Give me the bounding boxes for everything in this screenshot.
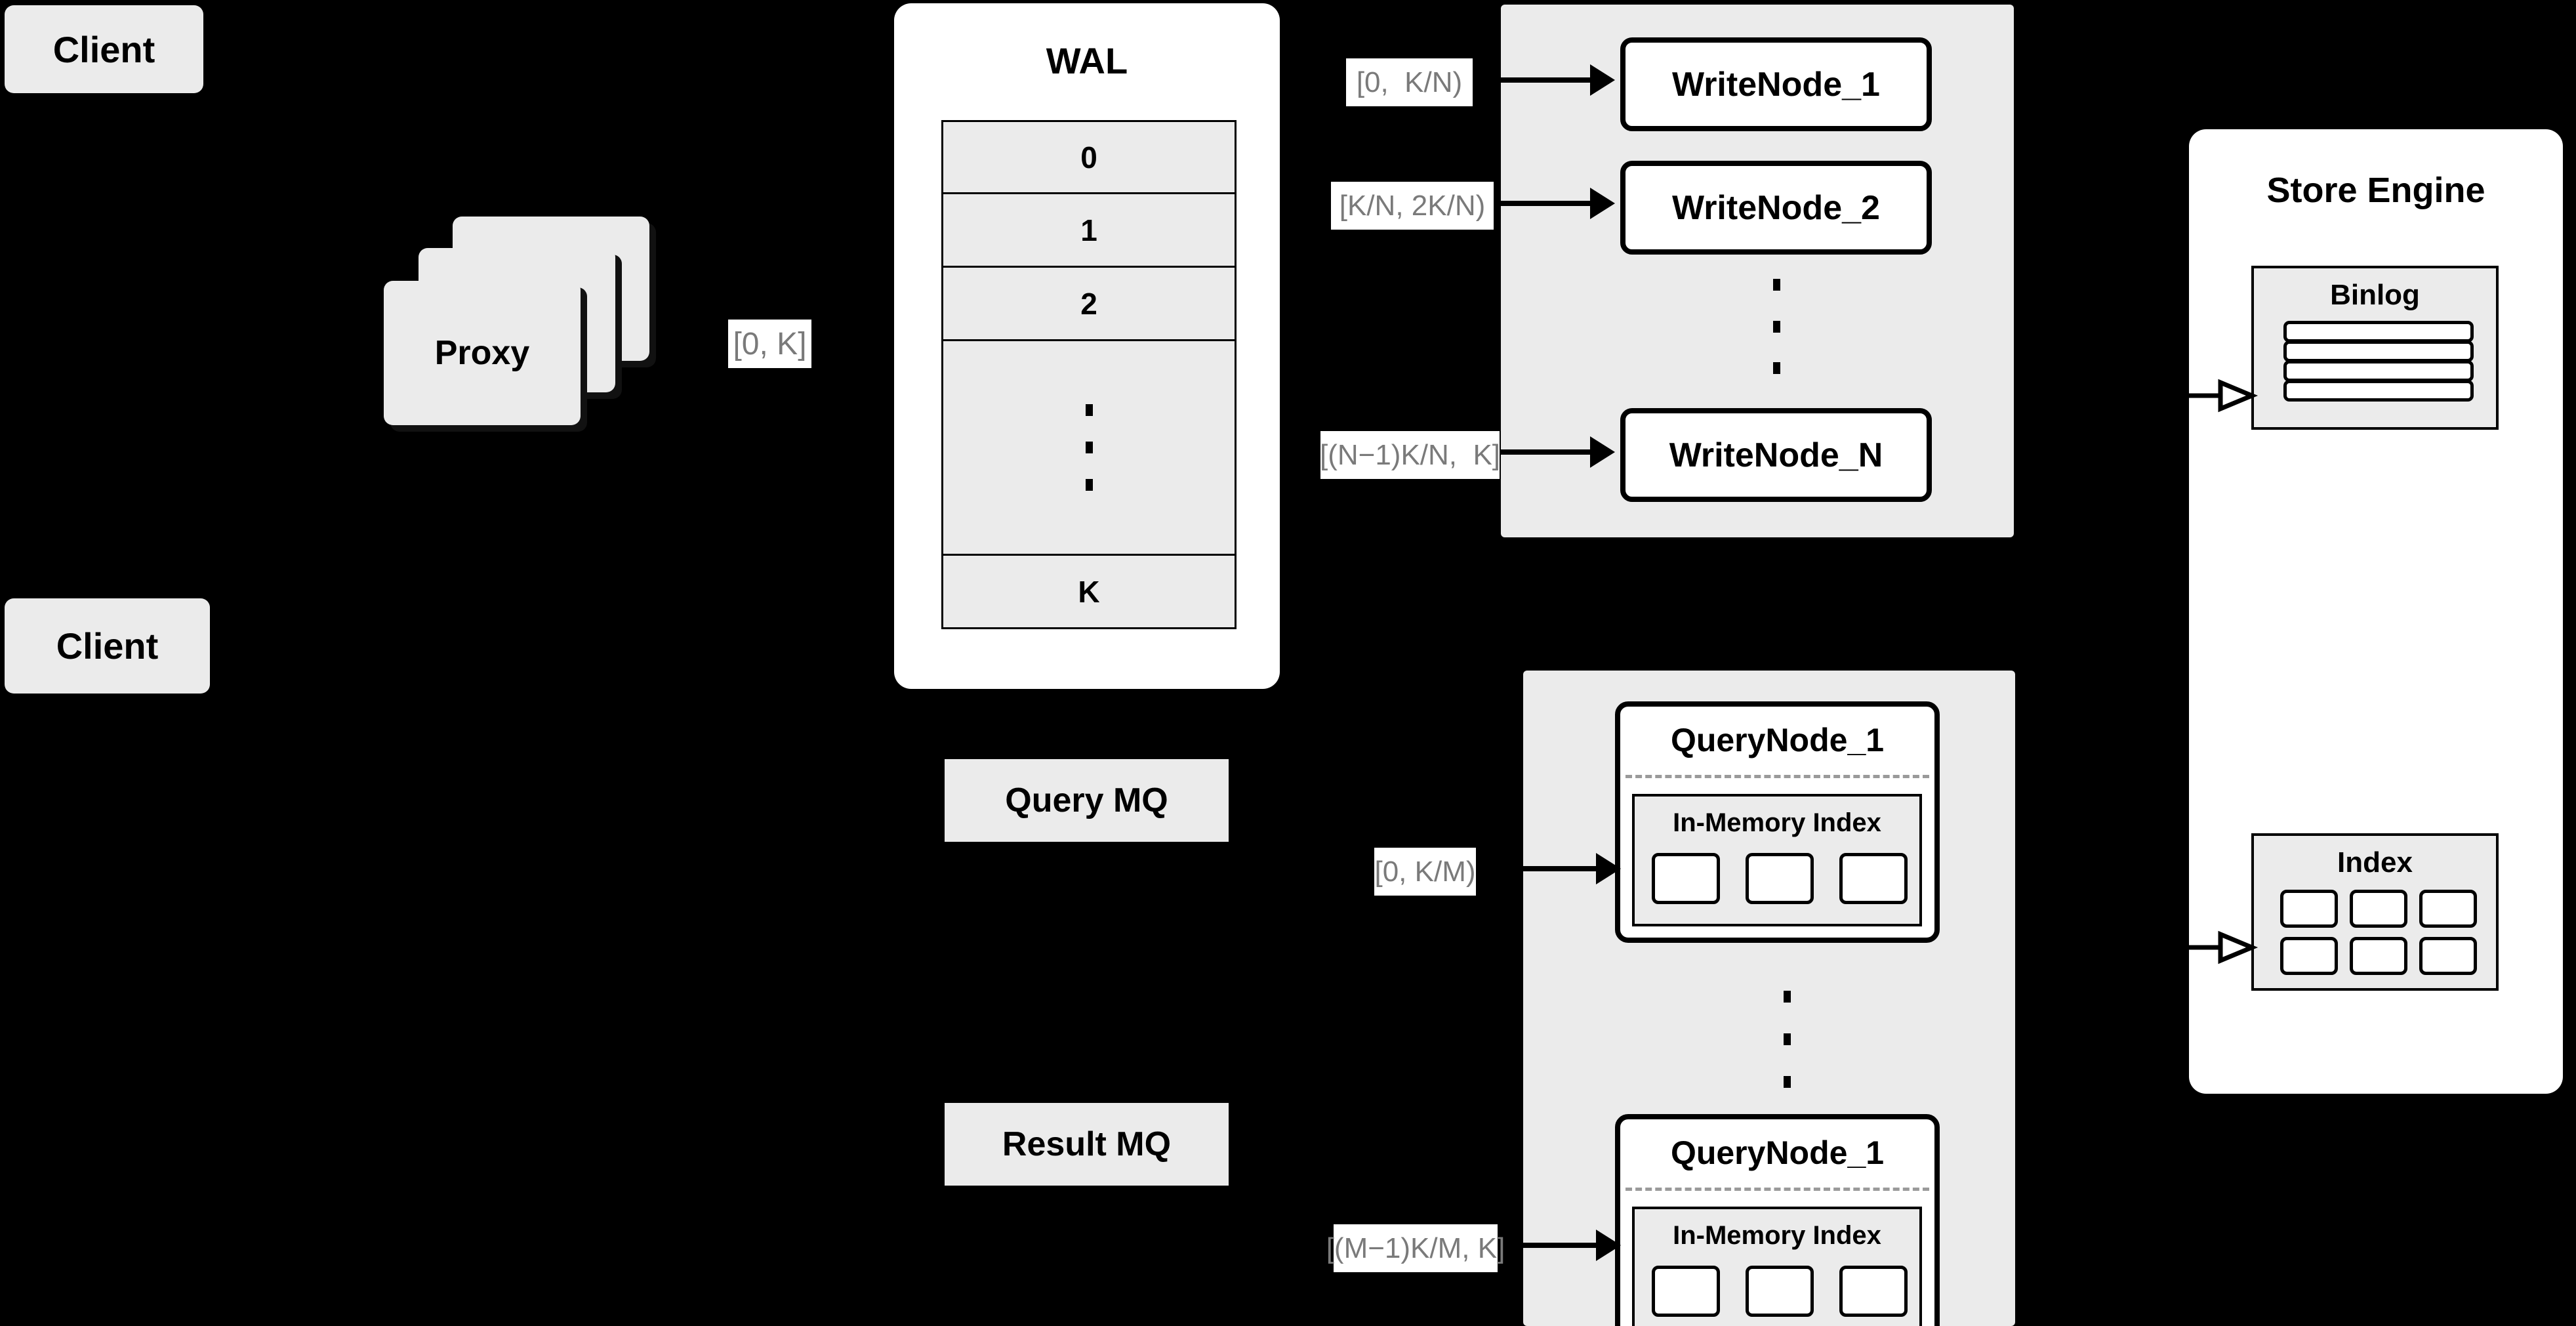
index-cell — [2350, 937, 2407, 975]
index-cell — [2280, 937, 2338, 975]
index-cell — [2419, 937, 2477, 975]
wal-vertical-ellipsis — [1085, 404, 1093, 491]
index-cell — [1652, 1266, 1720, 1317]
wal-row-1: 1 — [941, 192, 1237, 268]
edge-label-writenode-n: [(N−1)K/N, K] — [1320, 431, 1500, 479]
query-panel-vertical-ellipsis — [1783, 991, 1791, 1088]
write-node-n[interactable]: WriteNode_N — [1620, 408, 1932, 502]
arrow-line-writenode-2 — [1501, 201, 1593, 206]
result-mq-box[interactable]: Result MQ — [945, 1103, 1229, 1186]
wal-row-ellipsis — [941, 339, 1237, 556]
store-engine-title: Store Engine — [2266, 171, 2485, 210]
arrow-head-querynode-1 — [1596, 853, 1621, 884]
index-box: Index — [2251, 833, 2499, 991]
query-node-1-divider — [1625, 775, 1929, 778]
index-cell — [2280, 890, 2338, 928]
client-box-2[interactable]: Client — [5, 598, 210, 694]
write-node-2[interactable]: WriteNode_2 — [1620, 161, 1932, 255]
binlog-row — [2283, 321, 2474, 342]
wal-row-k-label: K — [1078, 574, 1100, 609]
arrow-line-querynode-2 — [1523, 1243, 1599, 1248]
wal-row-0-label: 0 — [1080, 140, 1097, 175]
write-node-1[interactable]: WriteNode_1 — [1620, 37, 1932, 131]
edge-label-querynode-2-text: [(M−1)K/M, K] — [1326, 1232, 1505, 1264]
arrow-line-writenode-1 — [1501, 77, 1593, 83]
edge-label-writenode-n-text: [(N−1)K/N, K] — [1319, 438, 1501, 471]
client-box-1[interactable]: Client — [5, 5, 203, 93]
query-node-2-index-cells — [1652, 1266, 1908, 1317]
arrow-to-binlog — [2189, 376, 2261, 415]
edge-label-querynode-1-text: [0, K/M) — [1374, 855, 1476, 888]
edge-label-writenode-1: [0, K/N) — [1346, 58, 1473, 106]
binlog-row — [2283, 380, 2474, 402]
arrow-head-writenode-n — [1590, 436, 1615, 468]
arrow-head-writenode-1 — [1590, 64, 1615, 96]
arrow-open-head-icon — [2189, 930, 2259, 964]
binlog-row — [2283, 360, 2474, 382]
wal-row-0: 0 — [941, 120, 1237, 194]
arrow-to-index — [2189, 928, 2261, 967]
query-node-2-divider — [1625, 1188, 1929, 1191]
edge-label-querynode-1: [0, K/M) — [1374, 848, 1476, 896]
query-node-1[interactable]: QueryNode_1 In-Memory Index — [1615, 701, 1940, 943]
edge-label-querynode-2: [(M−1)K/M, K] — [1326, 1224, 1505, 1272]
edge-label-writenode-2-text: [K/N, 2K/N) — [1339, 189, 1486, 222]
index-title: Index — [2337, 846, 2413, 879]
query-node-1-index-cells — [1652, 853, 1908, 904]
query-node-1-inmemory-index-title: In-Memory Index — [1673, 808, 1881, 837]
query-node-2-title: QueryNode_1 — [1670, 1134, 1885, 1171]
index-cell — [2350, 890, 2407, 928]
query-node-2-inmemory-index: In-Memory Index — [1632, 1207, 1922, 1326]
arrow-head-writenode-2 — [1590, 188, 1615, 219]
edge-label-writenode-2: [K/N, 2K/N) — [1331, 182, 1494, 230]
write-node-2-label: WriteNode_2 — [1672, 188, 1880, 227]
binlog-box: Binlog — [2251, 266, 2499, 430]
query-node-1-title: QueryNode_1 — [1670, 722, 1885, 758]
proxy-card-front: Proxy — [384, 281, 581, 425]
result-mq-label: Result MQ — [1002, 1125, 1172, 1163]
write-node-n-label: WriteNode_N — [1669, 436, 1883, 474]
proxy-label: Proxy — [434, 334, 530, 372]
edge-label-writenode-1-text: [0, K/N) — [1356, 66, 1463, 98]
arrow-line-querynode-1 — [1523, 866, 1599, 871]
binlog-rows — [2283, 321, 2474, 419]
binlog-title: Binlog — [2330, 279, 2420, 311]
index-cell — [1839, 853, 1908, 904]
wal-panel: WAL 0 1 2 K — [894, 3, 1280, 689]
wal-rows: 0 1 2 K — [941, 120, 1237, 633]
query-node-2[interactable]: QueryNode_1 In-Memory Index — [1615, 1114, 1940, 1326]
binlog-row — [2283, 341, 2474, 362]
wal-row-k: K — [941, 554, 1237, 629]
client-label-2: Client — [56, 625, 159, 667]
query-mq-label: Query MQ — [1005, 781, 1168, 819]
edge-label-proxy-to-wal: 0 [0, K] — [728, 320, 811, 368]
query-node-1-inmemory-index: In-Memory Index — [1632, 794, 1922, 926]
wal-row-1-label: 1 — [1080, 213, 1097, 247]
index-cell — [1652, 853, 1720, 904]
index-cells-grid — [2280, 890, 2477, 975]
wal-title: WAL — [1046, 40, 1128, 81]
index-cell — [1839, 1266, 1908, 1317]
arrow-open-head-icon — [2189, 379, 2259, 413]
index-cell — [2419, 890, 2477, 928]
store-engine-panel: Store Engine Binlog Index — [2189, 129, 2563, 1094]
client-label-1: Client — [52, 28, 155, 70]
query-node-2-inmemory-index-title: In-Memory Index — [1673, 1221, 1881, 1250]
wal-row-2-label: 2 — [1080, 286, 1097, 321]
write-panel-vertical-ellipsis — [1772, 279, 1780, 374]
index-cell — [1746, 1266, 1814, 1317]
write-node-panel: WriteNode_1 WriteNode_2 WriteNode_N — [1501, 5, 2014, 537]
query-mq-box[interactable]: Query MQ — [945, 759, 1229, 842]
wal-row-2: 2 — [941, 266, 1237, 341]
proxy-stack[interactable]: Proxy — [380, 210, 663, 433]
arrow-line-writenode-n — [1501, 449, 1593, 455]
index-cell — [1746, 853, 1814, 904]
write-node-1-label: WriteNode_1 — [1672, 65, 1880, 104]
query-node-panel: QueryNode_1 In-Memory Index QueryNode_1 … — [1523, 671, 2015, 1326]
arrow-head-querynode-2 — [1596, 1230, 1621, 1261]
edge-label-proxy-to-wal-text: [0, K] — [733, 326, 807, 362]
